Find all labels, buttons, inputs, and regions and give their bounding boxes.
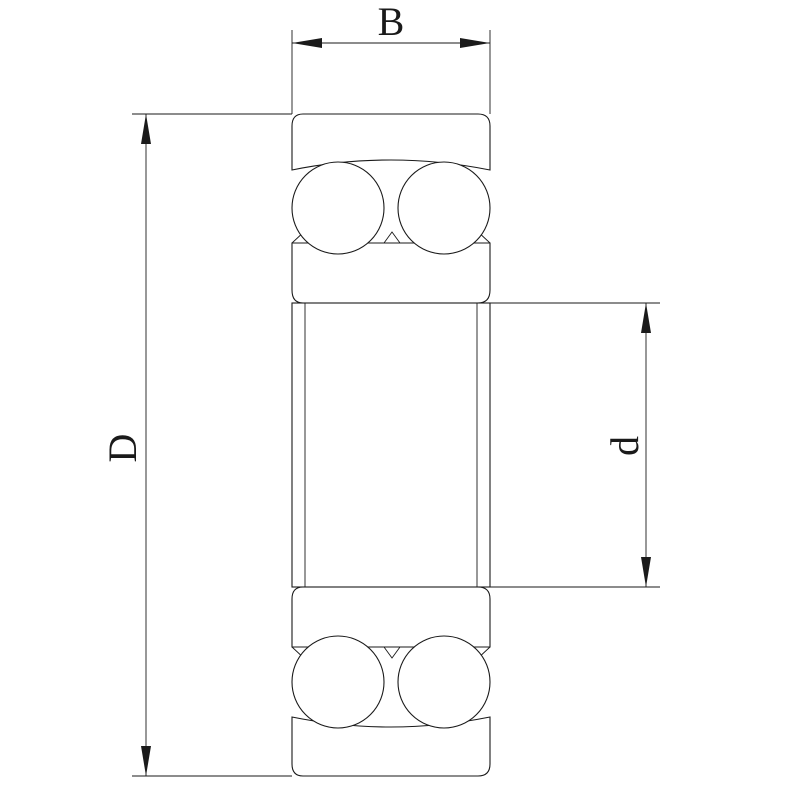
dimension-b-label: B	[378, 0, 405, 44]
bore	[291, 302, 491, 588]
lower-inner-ring	[291, 586, 491, 648]
upper-section	[291, 113, 491, 304]
upper-inner-ring	[291, 242, 491, 304]
lower-section	[291, 586, 491, 777]
upper-outer-ring	[291, 113, 491, 171]
dimension-d-bore: d	[490, 302, 660, 588]
dimension-d-arrow-bottom	[141, 746, 151, 776]
dimension-b-arrow-right	[460, 38, 490, 48]
dimension-b: B	[291, 0, 491, 114]
dimension-bore-arrow-top	[641, 303, 651, 333]
dimension-d-outer: D	[100, 113, 292, 777]
upper-left-ball	[291, 161, 385, 255]
lower-left-ball	[291, 635, 385, 729]
dimension-bore-arrow-bottom	[641, 557, 651, 587]
dimension-bore-label: d	[602, 436, 647, 456]
dimension-d-label: D	[100, 434, 145, 463]
dimension-b-arrow-left	[292, 38, 322, 48]
lower-outer-ring	[291, 716, 491, 777]
upper-right-ball	[397, 161, 491, 255]
lower-right-ball	[397, 635, 491, 729]
dimension-d-arrow-top	[141, 114, 151, 144]
